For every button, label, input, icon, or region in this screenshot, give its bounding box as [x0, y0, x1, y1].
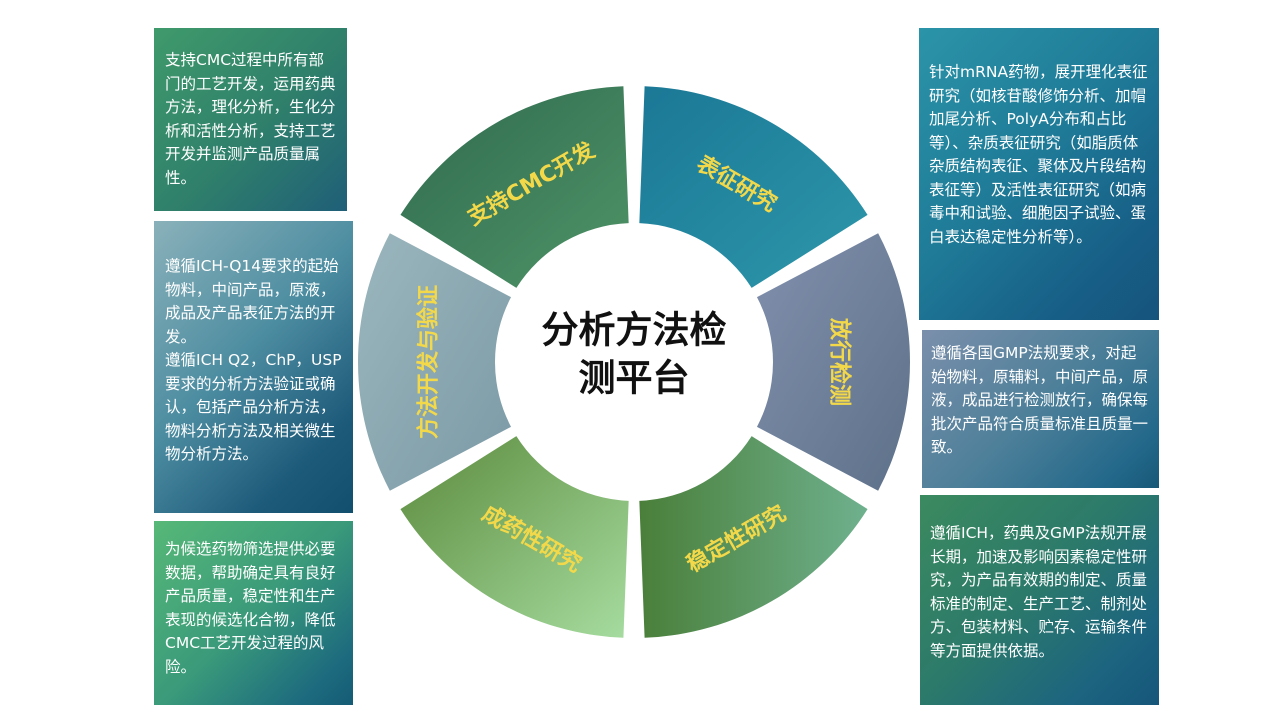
segment-characterization: [639, 86, 868, 288]
center-title-line2: 测平台: [579, 357, 690, 400]
segment-release-testing: [756, 233, 911, 491]
cmc-description-text: 支持CMC过程中所有部门的工艺开发，运用药典方法，理化分析，生化分析和活性分析，…: [165, 51, 336, 187]
segment-stability: [639, 436, 868, 638]
method-description-text: 遵循ICH-Q14要求的起始物料，中间产品，原液，成品及产品表征方法的开发。 遵…: [165, 257, 342, 463]
segment-druggability: [400, 436, 629, 638]
stability-description-box: 遵循ICH，药典及GMP法规开展长期，加速及影响因素稳定性研究，为产品有效期的制…: [920, 495, 1159, 705]
cmc-description-box: 支持CMC过程中所有部门的工艺开发，运用药典方法，理化分析，生化分析和活性分析，…: [154, 28, 347, 211]
segment-label-release-testing: 放行检测: [827, 317, 853, 406]
release-description-text: 遵循各国GMP法规要求，对起始物料，原辅料，中间产品，原液，成品进行检测放行，确…: [931, 344, 1149, 456]
druggability-description-box: 为候选药物筛选提供必要数据，帮助确定具有良好产品质量，稳定性和生产表现的候选化合…: [154, 521, 353, 705]
druggability-description-text: 为候选药物筛选提供必要数据，帮助确定具有良好产品质量，稳定性和生产表现的候选化合…: [165, 540, 336, 676]
method-description-box: 遵循ICH-Q14要求的起始物料，中间产品，原液，成品及产品表征方法的开发。 遵…: [154, 221, 353, 513]
segments-layer: [358, 86, 911, 638]
release-description-box: 遵循各国GMP法规要求，对起始物料，原辅料，中间产品，原液，成品进行检测放行，确…: [922, 330, 1159, 488]
segment-label-method-development: 方法开发与验证: [416, 285, 442, 439]
stability-description-text: 遵循ICH，药典及GMP法规开展长期，加速及影响因素稳定性研究，为产品有效期的制…: [930, 524, 1148, 660]
characterization-description-text: 针对mRNA药物，展开理化表征研究（如核苷酸修饰分析、加帽加尾分析、PolyA分…: [929, 63, 1148, 246]
center-title-line1: 分析方法检: [542, 309, 727, 352]
segment-cmc-support: [400, 86, 629, 288]
segment-method-development: [358, 233, 512, 491]
characterization-description-box: 针对mRNA药物，展开理化表征研究（如核苷酸修饰分析、加帽加尾分析、PolyA分…: [919, 28, 1159, 320]
